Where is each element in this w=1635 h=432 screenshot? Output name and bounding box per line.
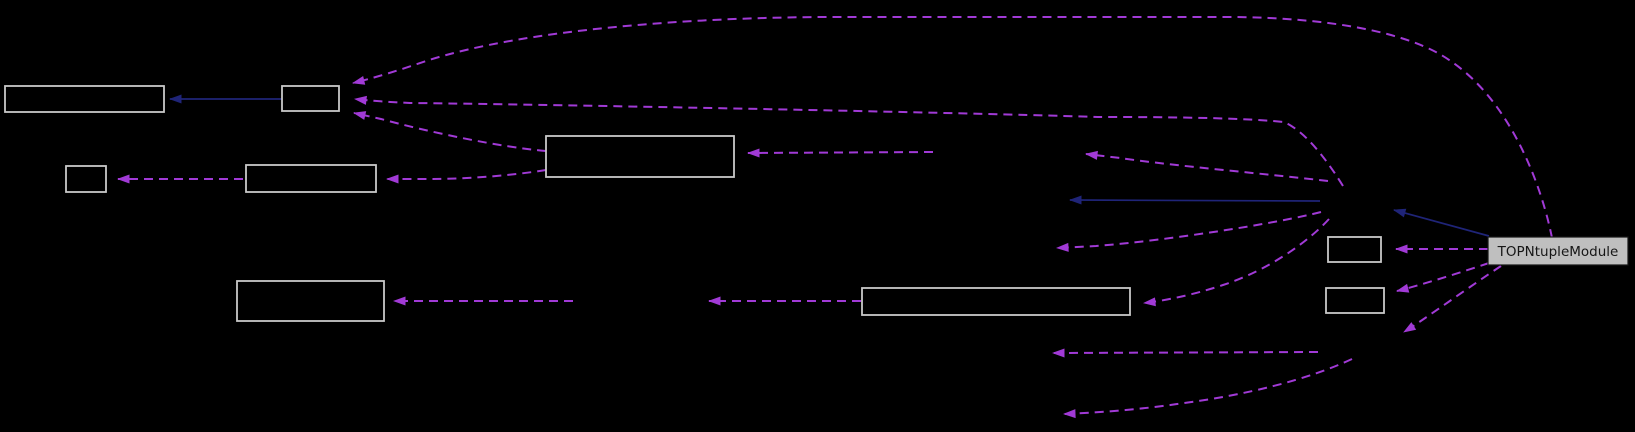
edge-dep-uppermiddle-to-midleft: [386, 169, 547, 184]
edge-dep-hub-to-lowermiddle: [1143, 218, 1330, 307]
edge-dep-hub-to-topsmall: [354, 95, 1344, 187]
edge-dep-hub-to-midright: [1085, 150, 1329, 182]
edge-dep-main-to-rightsmall-lower: [1396, 262, 1490, 293]
edge-dep-lowerright-to-bottomleft-b: [1063, 358, 1353, 419]
class-node-top-left-wide[interactable]: [4, 85, 165, 113]
class-node-mid-left[interactable]: [245, 164, 377, 193]
edge-dep-uppermiddle-to-topsmall: [353, 111, 547, 152]
class-node-lower-left[interactable]: [236, 280, 385, 322]
edge-dep-lowerright-to-bottomleft-a: [1052, 348, 1319, 358]
main-class-node-box[interactable]: [1487, 236, 1629, 266]
main-class-node-label: TOPNtupleModule: [1497, 244, 1619, 260]
edge-inheritance-main-to-hub: [1393, 208, 1490, 237]
class-node-top-small[interactable]: [281, 85, 340, 112]
edge-dep-main-to-topsmall-arc: [352, 16, 1553, 239]
edge-dep-main-to-lowerright: [1403, 265, 1502, 333]
class-node-left-tiny[interactable]: [65, 165, 107, 193]
class-node-upper-middle[interactable]: [545, 135, 735, 178]
class-node-lower-middle-wide[interactable]: [861, 287, 1131, 316]
main-class-node[interactable]: TOPNtupleModule: [1487, 236, 1629, 266]
class-node-right-small-upper[interactable]: [1327, 236, 1382, 263]
edge-dep-hub-to-rightmid: [1056, 211, 1322, 252]
edge-inheritance-hub-to-baseleft: [1069, 195, 1321, 205]
edge-dep-midright-to-uppermiddle: [747, 148, 934, 158]
class-node-right-small-lower[interactable]: [1325, 287, 1385, 314]
